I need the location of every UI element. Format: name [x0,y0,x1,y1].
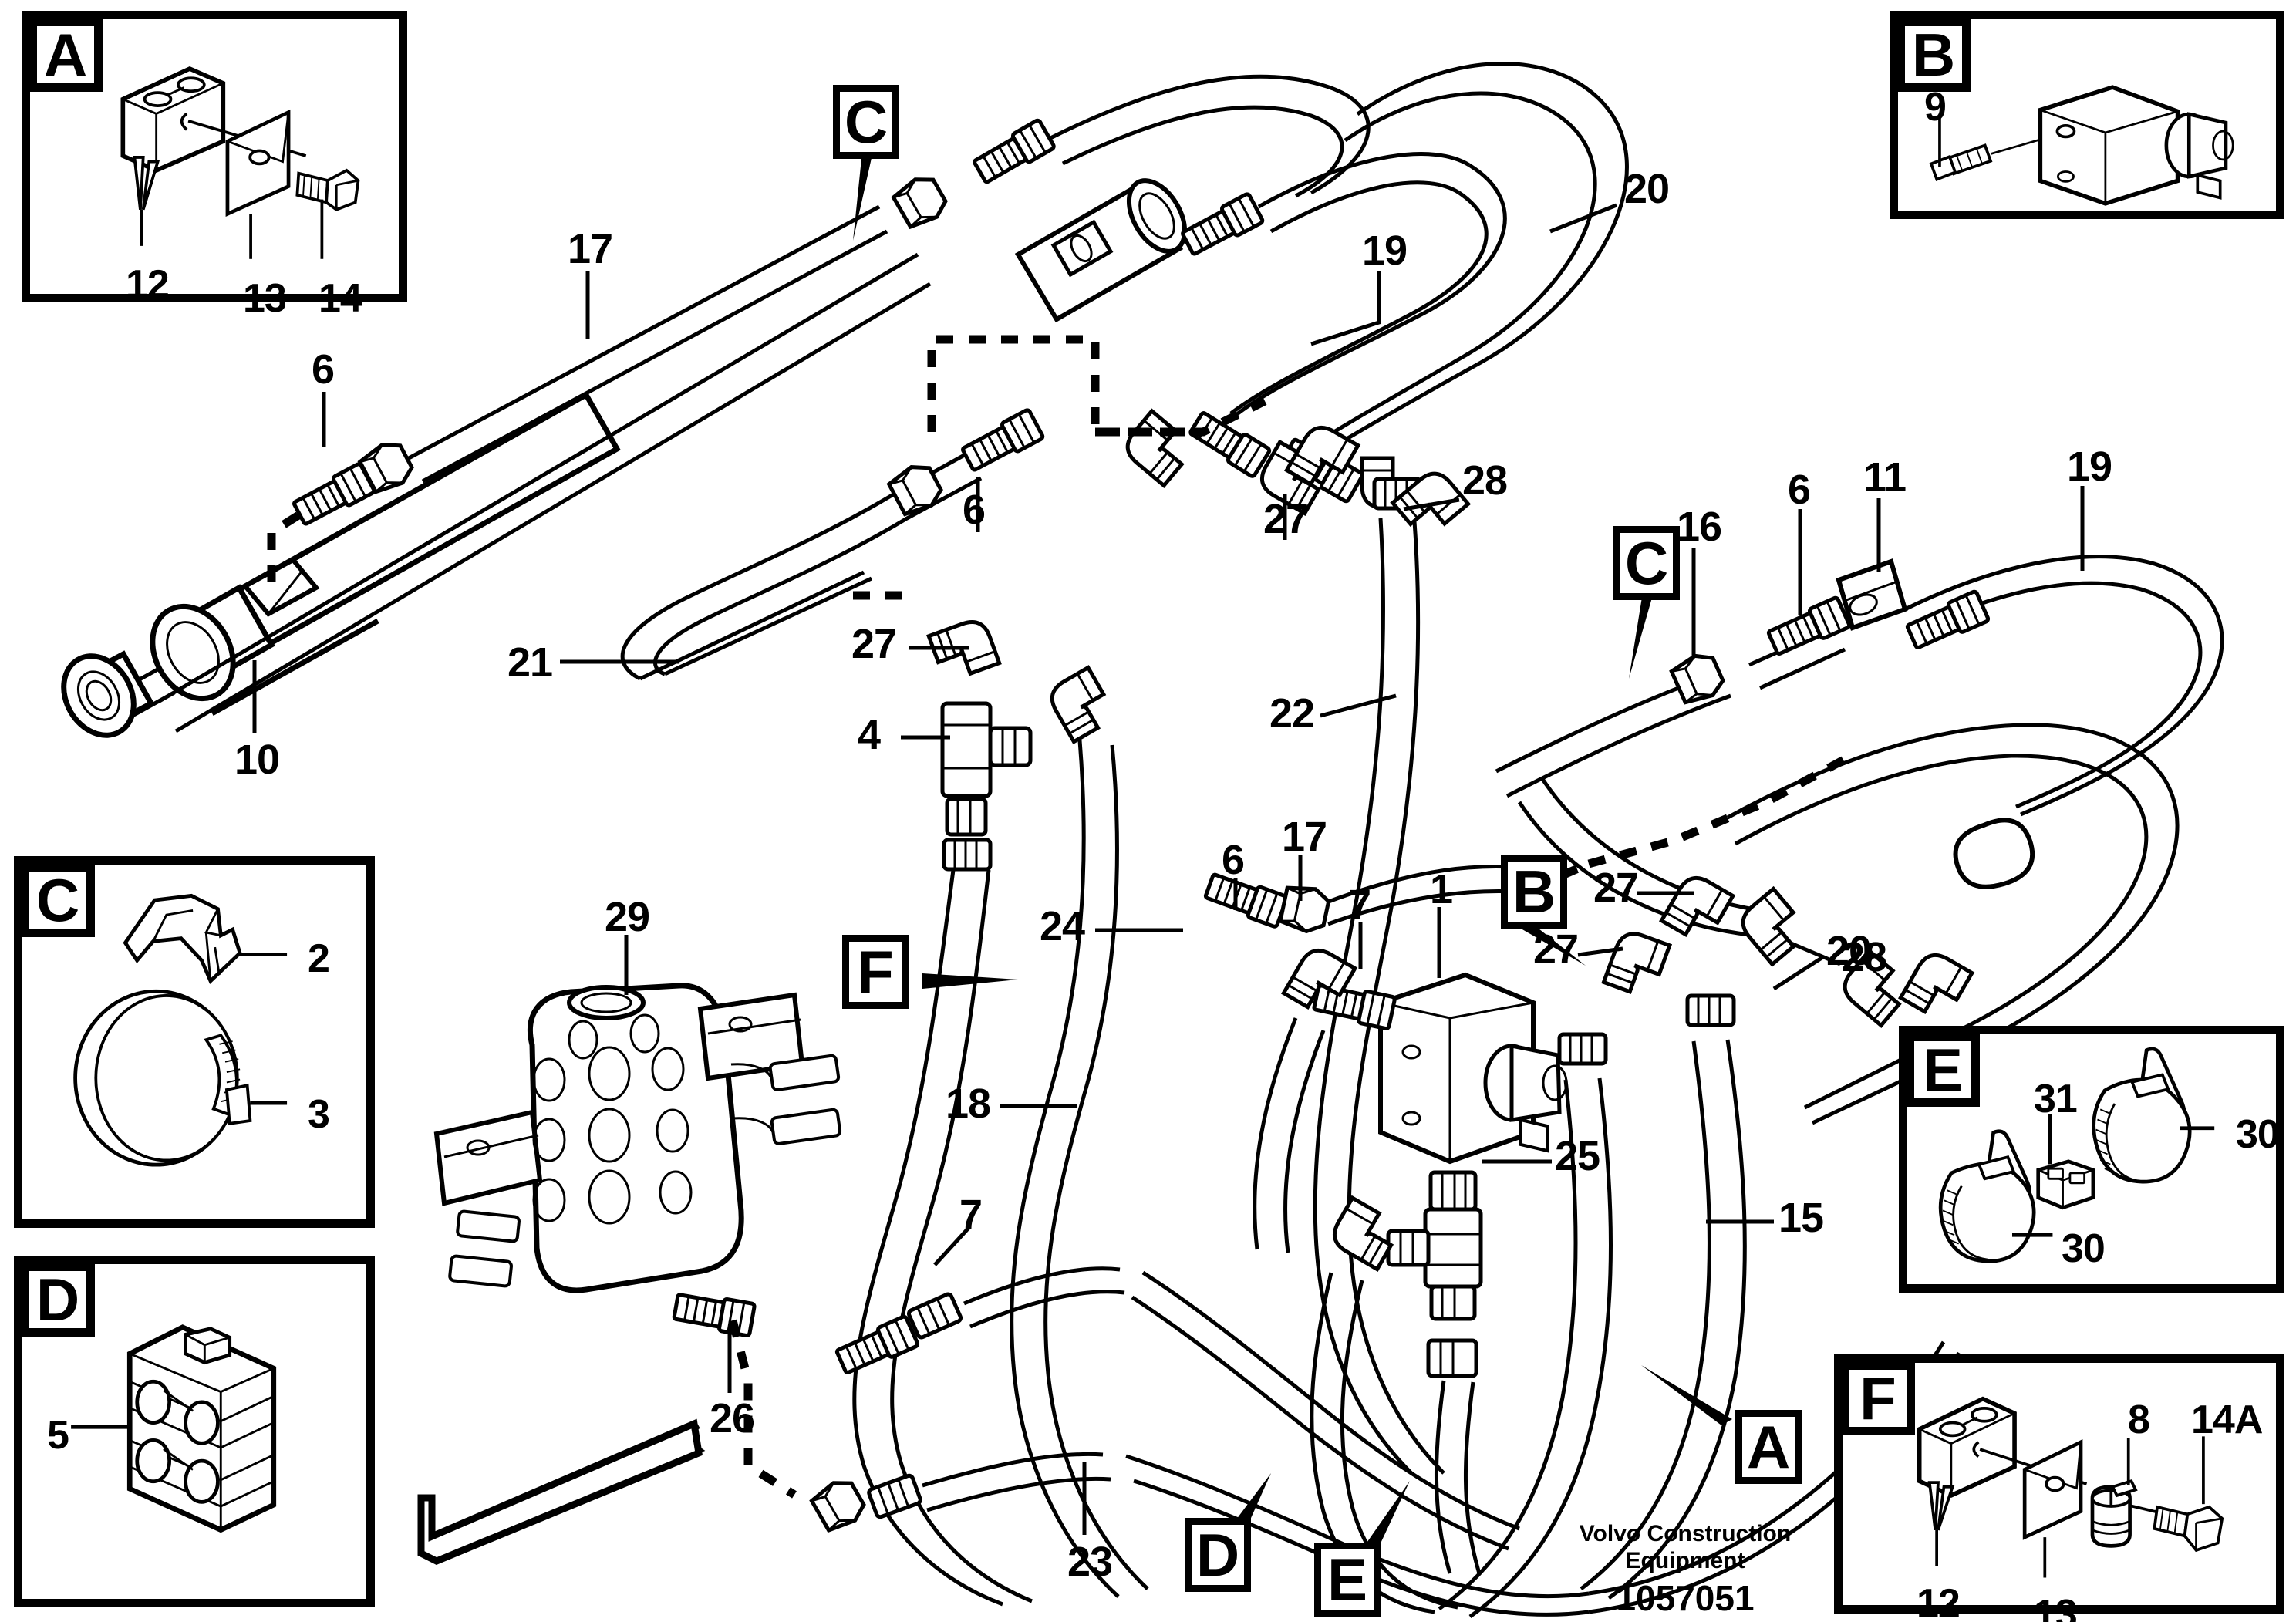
detail-box-e: E [1899,1026,2284,1293]
part-number-12-box-a: 12 [126,262,170,307]
part-number-5-box-d: 5 [47,1413,69,1458]
hose-17 [157,252,932,733]
hydraulic-cylinder [61,391,621,738]
hose-15 [1580,1039,1747,1600]
callout-box-b-main: B [1501,855,1567,929]
direction-arrow [417,1418,706,1565]
part-number-27-upper: 27 [1263,496,1309,542]
part-number-10-cylinder: 10 [234,737,280,783]
part-number-6-cylinder: 6 [312,346,335,393]
part-number-6-tube: 6 [963,487,986,533]
part-number-9-box-b: 9 [1924,85,1947,130]
leader-lines [252,203,2085,1535]
part-number-23-hose: 23 [1067,1539,1113,1585]
part-number-14-box-a: 14 [319,276,362,321]
callout-box-e-main: E [1314,1543,1381,1617]
detail-box-d: D 5 [14,1256,375,1607]
detail-box-a-artwork [120,66,360,259]
upper-cylinder-body [1014,178,1188,323]
part-number-15-hose: 15 [1778,1195,1824,1241]
part-number-7-upper: 7 [1348,882,1371,928]
part-number-6-right: 6 [1788,467,1811,513]
part-number-28-upper: 28 [1462,457,1508,504]
detail-box-e-tag: E [1906,1033,1980,1107]
part-number-22-hose: 22 [1269,690,1315,737]
callout-box-f-main: F [842,935,909,1009]
callout-box-c-right: C [1613,526,1680,600]
hose-15-partner [1438,1077,1613,1619]
part-number-24-hose: 24 [1040,903,1085,949]
connector-25 [1386,1170,1483,1378]
part-number-14a-box-f: 14A [2191,1398,2263,1442]
part-number-20-upper: 20 [1624,166,1670,212]
part-number-11-clamp: 11 [1863,454,1907,501]
part-number-7-lower: 7 [959,1192,983,1238]
detail-box-d-tag: D [21,1263,95,1337]
detail-box-d-artwork [71,1324,277,1533]
detail-box-a-tag: A [29,18,103,92]
part-number-31-box-e: 31 [2034,1077,2078,1121]
part-number-29-control-valve: 29 [605,894,650,940]
part-number-17-mid: 17 [1282,814,1327,860]
brand-block: Volvo Construction Equipment 1057051 [1573,1521,1797,1619]
part-number-4-tee: 4 [858,712,881,758]
tee-fitting-4 [940,701,1033,837]
part-number-19-right: 19 [2067,443,2112,490]
detail-box-c-artwork [73,893,288,1167]
part-number-18-hose: 18 [946,1081,991,1127]
drawing-number: 1057051 [1616,1578,1755,1618]
part-number-30-box-e-right: 30 [2236,1112,2280,1157]
part-number-26-fitting: 26 [710,1395,755,1442]
detail-box-b: B 9 [1890,11,2284,219]
hose-22 [1313,518,1445,1475]
part-number-27-right-upper: 27 [1593,865,1639,911]
detail-box-c-tag: C [21,863,95,937]
part-number-13-box-a: 13 [243,276,287,321]
detail-box-c: C 2 3 [14,856,375,1228]
part-number-8-box-f: 8 [2128,1398,2150,1442]
part-number-3-box-c: 3 [308,1092,330,1137]
part-number-1-valve-block: 1 [1430,866,1453,912]
hose-clamp-11 [1836,558,1908,631]
callout-box-a-main: A [1735,1410,1802,1484]
brand-line-1: Volvo Construction [1579,1521,1792,1546]
detail-box-e-artwork [1938,1047,2215,1263]
part-number-17-upper-left: 17 [568,226,613,272]
detail-box-f-artwork [1917,1396,2224,1578]
callout-box-c-top: C [833,85,899,159]
brand-line-2: Equipment [1625,1547,1745,1573]
part-number-20-right: 20 [1826,928,1872,974]
detail-box-a: A [22,11,407,319]
detail-box-b-tag: B [1896,18,1971,92]
valve-block-1 [1378,972,1568,1165]
part-number-28-right: 28 [1842,934,1887,980]
control-valve-29 [433,983,842,1336]
detail-box-f-tag: F [1841,1361,1915,1435]
detail-box-f: F [1834,1354,2284,1622]
part-number-25-connector: 25 [1555,1133,1600,1179]
part-number-21-tube: 21 [507,639,553,686]
part-number-16-hose: 16 [1677,504,1722,550]
part-number-27-left: 27 [851,621,897,667]
callout-box-d-main: D [1185,1518,1251,1592]
part-number-2-box-c: 2 [308,936,330,981]
part-number-12-box-f: 12 [1917,1581,1961,1622]
part-number-19-upper: 19 [1362,228,1408,274]
part-number-6-mid: 6 [1222,837,1245,883]
part-number-30-box-e-left: 30 [2062,1226,2106,1271]
detail-box-b-artwork [1929,85,2234,206]
part-number-13-box-f: 13 [2034,1592,2078,1622]
part-number-27-right-lower: 27 [1533,926,1579,973]
